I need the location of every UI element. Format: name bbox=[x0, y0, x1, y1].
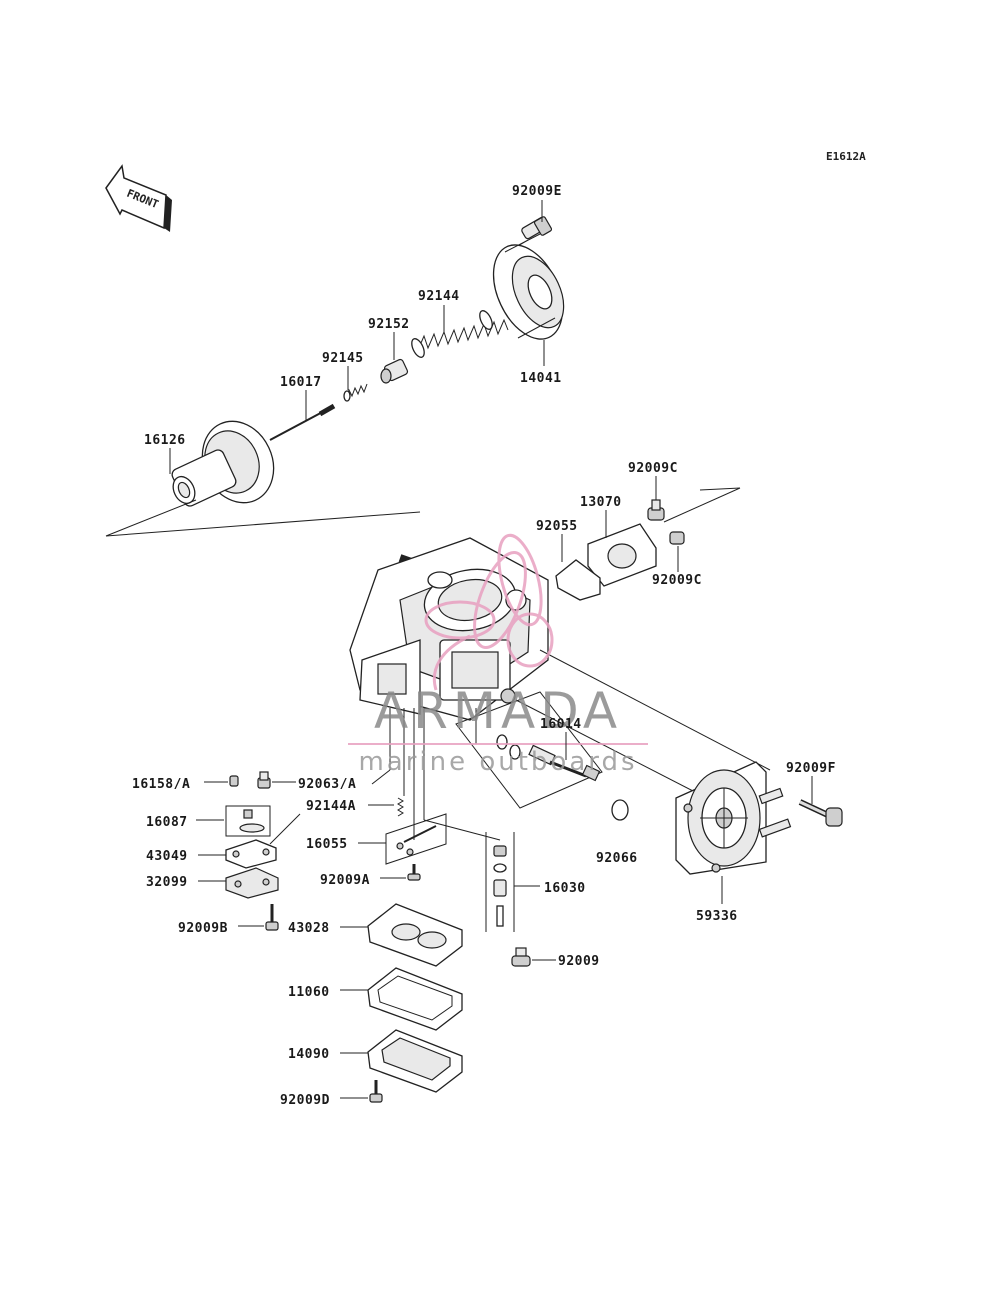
jet-holder-92152-icon bbox=[380, 358, 409, 384]
lever-16055-icon bbox=[385, 813, 447, 865]
needle-valve-16030-icon bbox=[485, 832, 515, 932]
part-label-43028: 43028 bbox=[288, 921, 330, 936]
part-label-16014: 16014 bbox=[540, 717, 582, 732]
screw-92009C-top-icon bbox=[647, 499, 665, 521]
part-label-16126: 16126 bbox=[144, 433, 186, 448]
screw-92009D-icon bbox=[369, 1080, 383, 1103]
spring-92145-icon bbox=[343, 383, 368, 402]
part-label-11060: 11060 bbox=[288, 985, 330, 1000]
watermark-tagline: marine outboards bbox=[358, 747, 637, 777]
bracket-13070-icon bbox=[587, 523, 657, 587]
spring-92144A-icon bbox=[397, 797, 404, 817]
cap-14041-icon bbox=[492, 233, 565, 340]
jet-92063A-icon bbox=[257, 771, 271, 789]
part-label-16017: 16017 bbox=[280, 375, 322, 390]
part-label-92009B: 92009B bbox=[178, 921, 228, 936]
watermark: ARMADA marine outboards bbox=[348, 533, 648, 777]
screw-92009E-icon bbox=[521, 216, 553, 240]
jet-needle-16017-icon bbox=[269, 403, 336, 441]
screw-92009-icon bbox=[511, 947, 531, 967]
cover-32099-icon bbox=[225, 867, 279, 899]
plug-92066-icon bbox=[611, 799, 629, 821]
part-label-92009D: 92009D bbox=[280, 1093, 330, 1108]
part-label-92144: 92144 bbox=[418, 289, 460, 304]
diaphragm-43028-icon bbox=[367, 903, 463, 967]
part-label-16030: 16030 bbox=[544, 881, 586, 896]
bolt-92009F-icon bbox=[798, 799, 843, 827]
part-label-92009A: 92009A bbox=[320, 873, 370, 888]
cover-43049-icon bbox=[225, 839, 277, 869]
part-label-92152: 92152 bbox=[368, 317, 410, 332]
front-arrow-icon: FRONT bbox=[105, 164, 172, 232]
part-label-92009: 92009 bbox=[558, 954, 600, 969]
screw-16014-icon bbox=[455, 691, 603, 809]
part-label-14041: 14041 bbox=[520, 371, 562, 386]
spring-92144-icon bbox=[411, 310, 509, 358]
jet-16158A-icon bbox=[229, 775, 239, 787]
piston-16126-icon bbox=[171, 420, 275, 507]
part-label-16055: 16055 bbox=[306, 837, 348, 852]
valve-16087-icon bbox=[225, 805, 271, 837]
gasket-92055-icon bbox=[555, 559, 601, 601]
diagram-code: E1612A bbox=[826, 150, 866, 163]
part-label-92009C-bottom: 92009C bbox=[652, 573, 702, 588]
gasket-11060-icon bbox=[367, 967, 463, 1031]
part-label-92144A: 92144A bbox=[306, 799, 356, 814]
fuel-pump-59336-icon bbox=[675, 761, 792, 875]
screw-92009A-icon bbox=[407, 864, 421, 881]
part-label-92063A: 92063/A bbox=[298, 777, 356, 792]
part-label-59336: 59336 bbox=[696, 909, 738, 924]
watermark-logo-icon bbox=[424, 533, 554, 691]
part-label-16158A: 16158/A bbox=[132, 777, 190, 792]
part-label-92009E: 92009E bbox=[512, 184, 562, 199]
part-label-14090: 14090 bbox=[288, 1047, 330, 1062]
watermark-brand: ARMADA bbox=[374, 682, 622, 740]
part-label-43049: 43049 bbox=[146, 849, 188, 864]
part-label-16087: 16087 bbox=[146, 815, 188, 830]
part-label-13070: 13070 bbox=[580, 495, 622, 510]
screw-92009B-icon bbox=[265, 904, 279, 931]
part-label-92009C-top: 92009C bbox=[628, 461, 678, 476]
screw-92009C-bottom-icon bbox=[669, 531, 685, 545]
part-label-32099: 32099 bbox=[146, 875, 188, 890]
part-label-92055: 92055 bbox=[536, 519, 578, 534]
part-label-92009F: 92009F bbox=[786, 761, 836, 776]
part-label-92145: 92145 bbox=[322, 351, 364, 366]
part-label-92066: 92066 bbox=[596, 851, 638, 866]
cover-14090-icon bbox=[367, 1029, 463, 1093]
